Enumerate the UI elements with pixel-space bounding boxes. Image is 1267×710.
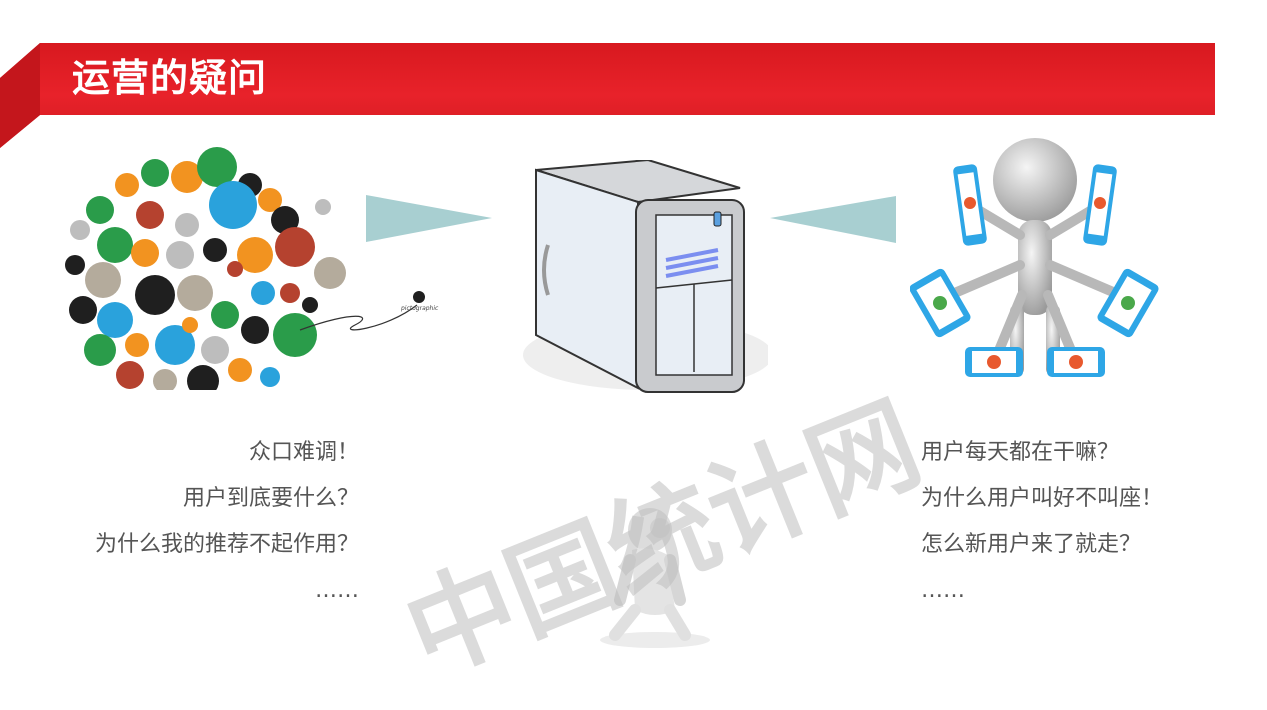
arrow-left-icon <box>770 196 898 248</box>
phone-icon <box>953 164 987 246</box>
right-question-line: 为什么用户叫好不叫座！ <box>921 486 1164 511</box>
right-question-line: 用户每天都在干嘛？ <box>921 440 1120 465</box>
banner-shape <box>0 43 1215 148</box>
left-question-line: 众口难调！ <box>248 440 359 465</box>
server-tower-image <box>518 158 773 395</box>
right-question-line: 怎么新用户来了就走？ <box>921 532 1142 557</box>
left-question-line: 为什么我的推荐不起作用？ <box>94 532 359 557</box>
left-question-line: 用户到底要什么？ <box>182 486 359 511</box>
title-banner <box>0 43 1215 148</box>
left-ellipsis: …… <box>315 578 359 603</box>
sad-person-image <box>590 500 720 650</box>
right-questions: 用户每天都在干嘛？ 为什么用户叫好不叫座！ 怎么新用户来了就走？ …… <box>921 430 1163 614</box>
multi-armed-figure-phones-image <box>909 135 1160 385</box>
speech-bubble-faces-image: pictographic <box>55 145 445 397</box>
slide-title: 运营的疑问 <box>72 56 268 100</box>
left-questions: 众口难调！ 用户到底要什么？ 为什么我的推荐不起作用？ …… <box>95 430 359 614</box>
image-caption: pictographic <box>401 305 439 312</box>
arrow-right-icon <box>366 195 494 247</box>
right-ellipsis: …… <box>921 578 965 603</box>
